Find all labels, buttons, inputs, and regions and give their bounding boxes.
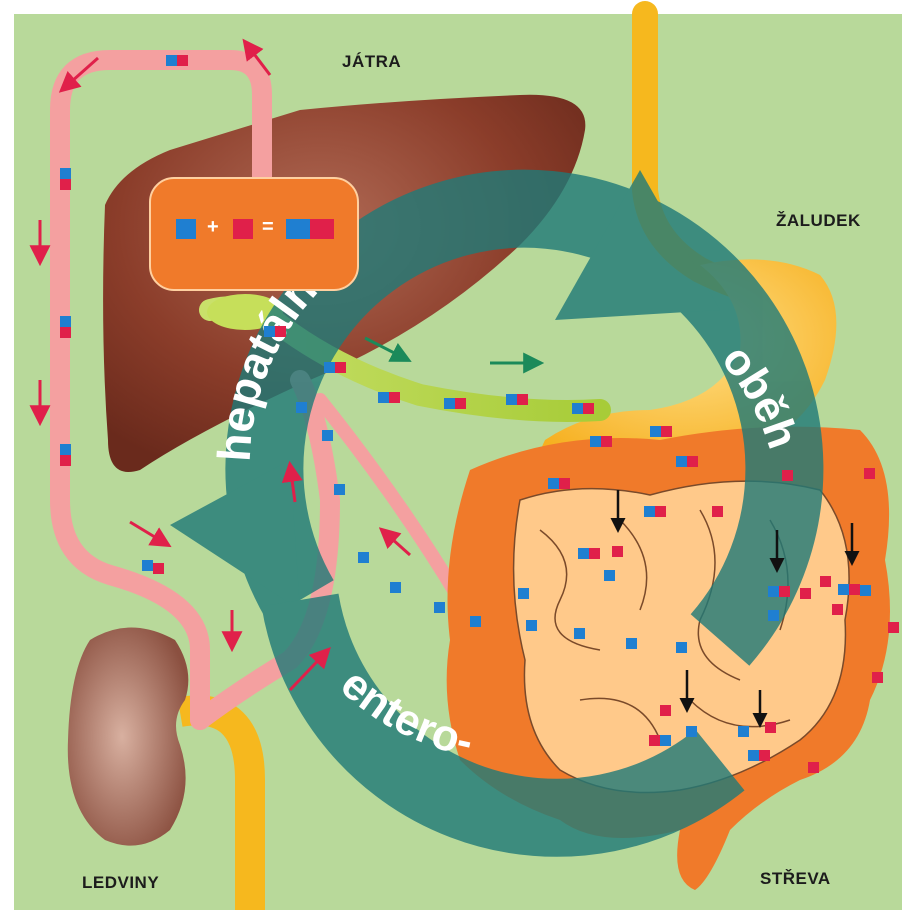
conjugate-molecule-icon <box>286 219 310 239</box>
conjugate-molecule-icon <box>264 326 286 337</box>
conjugate-molecule-icon <box>166 55 188 66</box>
red-molecule-icon <box>233 219 253 239</box>
label-stomach: ŽALUDEK <box>776 211 861 231</box>
conjugate-molecule-icon <box>572 403 594 414</box>
label-liver: JÁTRA <box>342 52 401 72</box>
conjugate-molecule-icon <box>506 394 528 405</box>
conjugate-molecule-icon <box>768 586 790 597</box>
label-kidneys: LEDVINY <box>82 873 159 893</box>
conjugate-molecule-icon <box>649 735 671 746</box>
conjugate-molecule-icon <box>676 456 698 467</box>
conjugate-molecule-icon <box>748 750 770 761</box>
equation-plus: + <box>207 216 219 239</box>
conjugate-molecule-icon <box>650 426 672 437</box>
kidney <box>68 628 189 846</box>
conjugate-molecule-icon <box>838 584 860 595</box>
conjugate-molecule-icon <box>548 478 570 489</box>
conjugate-molecule-icon <box>310 219 334 239</box>
label-intestines: STŘEVA <box>760 869 831 889</box>
conjugate-molecule-icon <box>644 506 666 517</box>
conjugate-molecule-icon <box>60 316 71 338</box>
conjugate-molecule-icon <box>60 168 71 190</box>
conjugate-molecule-icon <box>378 392 400 403</box>
conjugate-molecule-icon <box>324 362 346 373</box>
conjugate-molecule-icon <box>590 436 612 447</box>
conjugate-molecule-icon <box>578 548 600 559</box>
blue-molecule-icon <box>176 219 196 239</box>
conjugate-molecule-icon <box>444 398 466 409</box>
conjugate-molecule-icon <box>60 444 71 466</box>
equation-equals: = <box>262 216 274 239</box>
